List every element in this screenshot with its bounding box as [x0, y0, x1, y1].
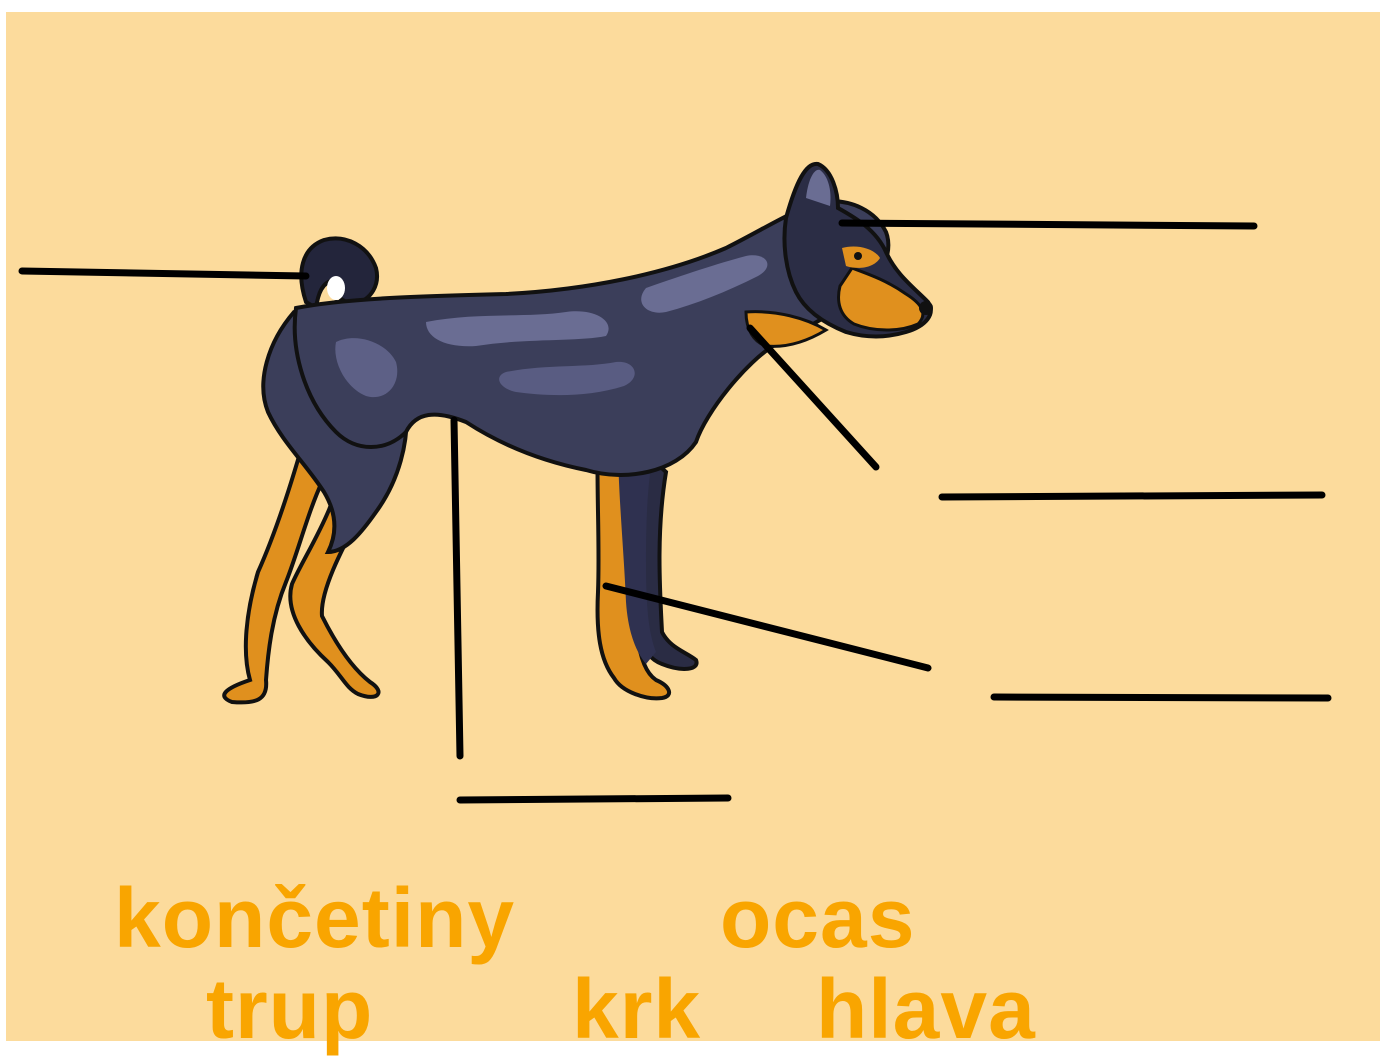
dog-eye — [854, 252, 862, 260]
head-pointer-line — [842, 223, 1254, 226]
answer-blank-neck[interactable] — [942, 495, 1322, 497]
tail-pointer-line — [22, 271, 306, 276]
diagram-slide: končetiny ocas trup krk hlava — [6, 12, 1380, 1041]
word-hlava[interactable]: hlava — [816, 967, 1036, 1051]
answer-blank-trunk[interactable] — [460, 798, 728, 800]
dog-nose — [919, 301, 933, 315]
dog-tail-highlight — [327, 276, 345, 300]
word-krk[interactable]: krk — [572, 967, 701, 1051]
answer-blank-limbs[interactable] — [994, 697, 1328, 698]
answer-blanks — [460, 495, 1328, 800]
neck-pointer-line — [750, 328, 876, 467]
word-ocas[interactable]: ocas — [720, 876, 915, 960]
word-trup[interactable]: trup — [206, 967, 373, 1051]
word-koncetiny[interactable]: končetiny — [114, 876, 515, 960]
dog-figure — [224, 164, 933, 703]
trunk-pointer-line — [454, 420, 460, 756]
